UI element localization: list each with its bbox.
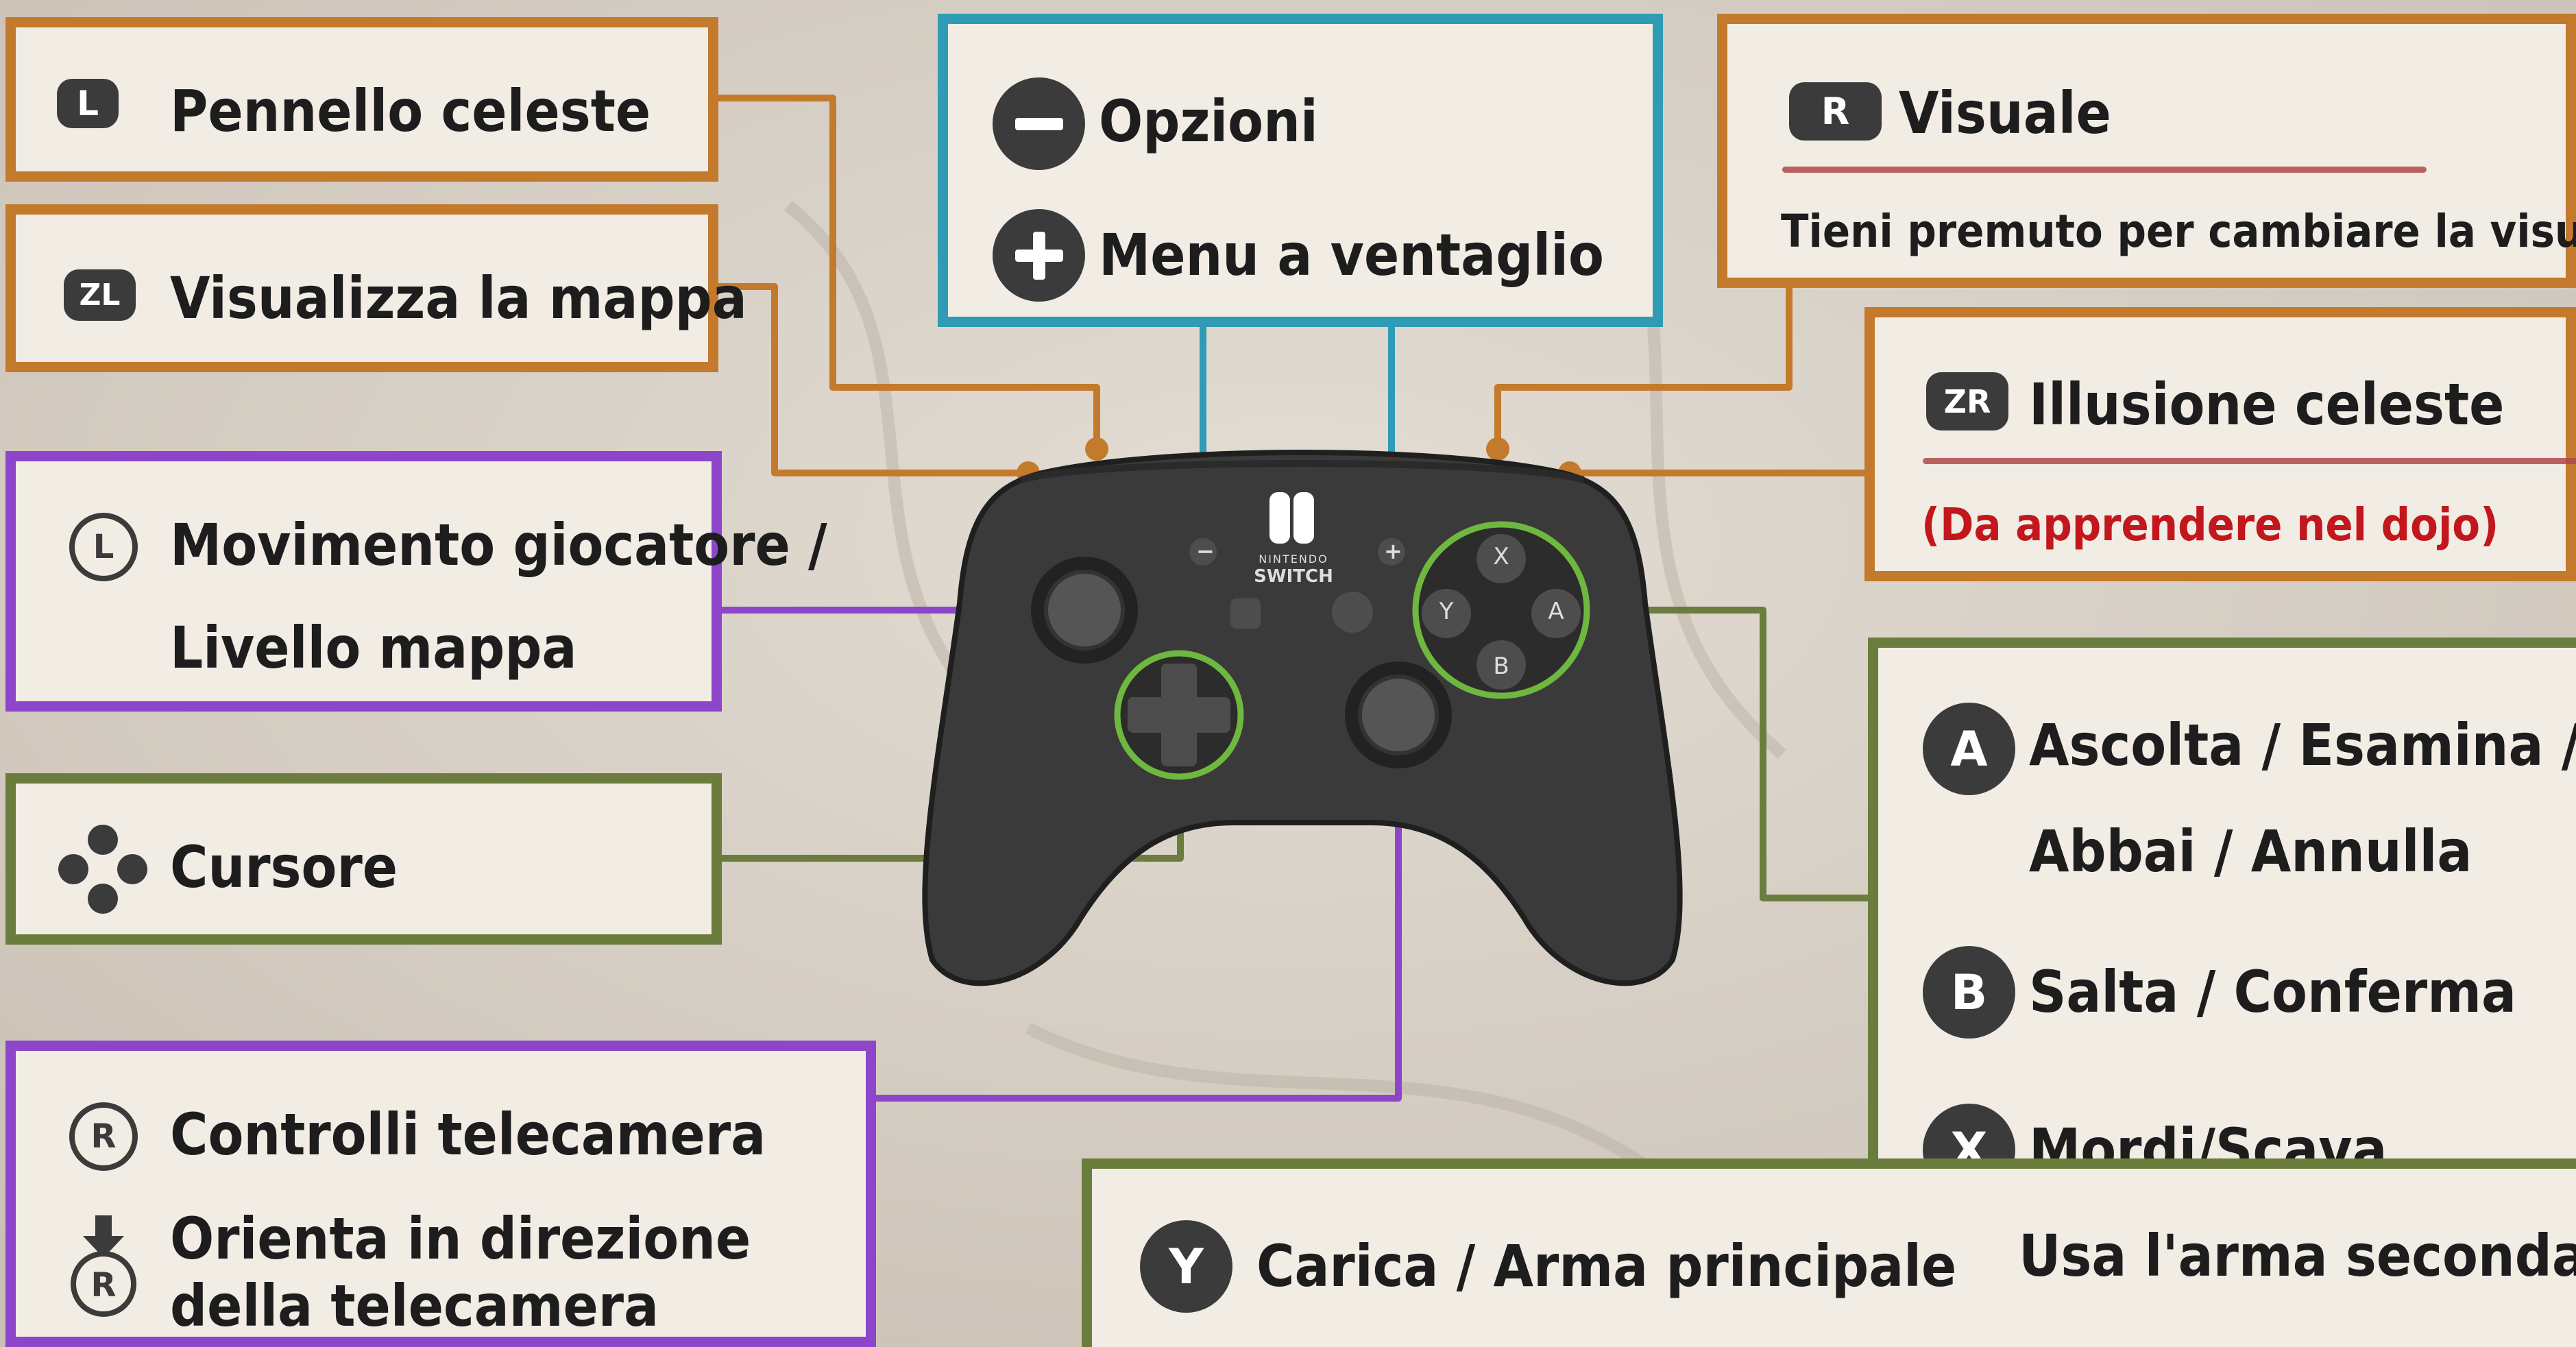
plus-glyph: + (1384, 538, 1402, 564)
zl-button-label: Visualizza la mappa (170, 265, 747, 332)
r-button-label: Visuale (1899, 80, 2111, 147)
panel-face-buttons: A Ascolta / Esamina / Abbai / Annulla B … (1868, 638, 2576, 1213)
zr-underline (1923, 458, 2576, 464)
a-button-icon: A (1923, 703, 2015, 795)
dpad (1114, 650, 1244, 780)
dpad-label: Cursore (170, 834, 398, 901)
right-stick-line1: Controlli telecamera (170, 1101, 766, 1168)
l-button-label: Pennello celeste (170, 77, 651, 145)
b-button-icon: B (1923, 946, 2015, 1039)
y-button-icon: Y (1140, 1220, 1232, 1313)
r-button-icon: R (1789, 82, 1882, 141)
y-button-label: Carica / Arma principale (1256, 1233, 1957, 1300)
face-label-a: A (1548, 598, 1564, 625)
panel-zr-button: ZR Illusione celeste (Da apprendere nel … (1864, 307, 2576, 581)
right-stick-line3: della telecamera (170, 1272, 659, 1339)
logo-text-nintendo: NINTENDO (1259, 553, 1328, 566)
panel-dpad: Cursore (5, 773, 722, 945)
capture-button (1230, 598, 1261, 629)
zr-button-icon: ZR (1926, 372, 2008, 430)
face-buttons (1412, 521, 1590, 699)
a-button-line2: Abbai / Annulla (2029, 818, 2472, 885)
dpad-icon (58, 825, 147, 914)
minus-label: Opzioni (1099, 88, 1318, 155)
panel-y-button: Y Carica / Arma principale (1082, 1158, 2576, 1347)
left-stick-line2: Livello mappa (170, 614, 577, 681)
pro-controller (922, 450, 1683, 986)
switch-logo (1269, 492, 1290, 544)
plus-label: Menu a ventaglio (1099, 221, 1604, 289)
panel-right-stick: R Controlli telecamera R Orienta in dire… (5, 1041, 876, 1347)
right-stick-press-icon: R (71, 1215, 136, 1317)
face-label-y: Y (1439, 598, 1454, 625)
left-stick-icon: L (69, 513, 138, 581)
logo-text-switch: SWITCH (1254, 566, 1333, 587)
r-button-note: Tieni premuto per cambiare la visuale. (1781, 205, 2576, 258)
face-label-x: X (1493, 543, 1509, 570)
x-button-line2: Usa l'arma secondaria (2019, 1222, 2576, 1289)
svg-text:R: R (91, 1266, 117, 1304)
zl-button-icon: ZL (64, 269, 136, 321)
panel-l-button: L Pennello celeste (5, 17, 718, 182)
right-stick-line2: Orienta in direzione (170, 1205, 751, 1272)
minus-icon (993, 77, 1085, 170)
right-stick-icon: R (69, 1102, 138, 1171)
a-button-line1: Ascolta / Esamina / (2029, 712, 2576, 779)
panel-r-button: R Visuale Tieni premuto per cambiare la … (1717, 14, 2576, 288)
zr-button-label: Illusione celeste (2029, 371, 2505, 438)
minus-glyph: − (1196, 538, 1215, 564)
left-stick-line1: Movimento giocatore / (170, 511, 827, 579)
minus-button (1189, 538, 1217, 566)
plus-button (1378, 538, 1405, 566)
b-button-label: Salta / Conferma (2029, 958, 2516, 1026)
r-underline (1782, 167, 2427, 173)
panel-left-stick: L Movimento giocatore / Livello mappa (5, 451, 827, 712)
l-button-icon: L (57, 79, 119, 128)
plus-icon (993, 209, 1085, 302)
zr-button-note: (Da apprendere nel dojo) (1921, 498, 2499, 551)
panel-zl-button: ZL Visualizza la mappa (5, 204, 747, 372)
home-button (1332, 592, 1373, 633)
panel-minus-plus: Opzioni Menu a ventaglio (938, 14, 1663, 327)
face-label-b: B (1493, 653, 1509, 680)
